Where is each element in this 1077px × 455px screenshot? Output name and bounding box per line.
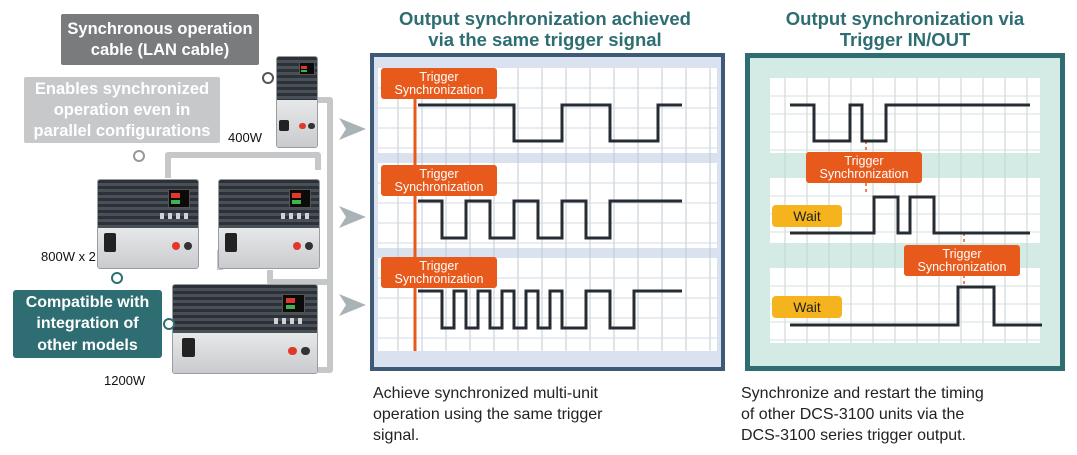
label-400w: 400W (228, 130, 262, 145)
middle-trigger-tag-1: Trigger Synchronization (381, 68, 497, 99)
right-wait-tag-1: Wait (772, 205, 842, 227)
arrow-1 (339, 118, 366, 140)
label-800w: 800W x 2 (41, 249, 96, 264)
middle-waveform-3 (418, 289, 682, 330)
middle-waveform-1 (418, 103, 682, 143)
right-band-1 (770, 78, 1040, 153)
right-trigger-tag-2: Trigger Synchronization (904, 245, 1020, 276)
callout-parallel: Enables synchronized operation even in p… (24, 77, 220, 143)
right-title: Output synchronization via Trigger IN/OU… (785, 8, 1025, 50)
right-caption: Synchronize and restart the timing of ot… (741, 385, 984, 444)
right-waveform-2 (790, 195, 1030, 235)
right-waveform-1 (790, 103, 1030, 143)
callout-parallel-pointer (133, 150, 145, 162)
cable-a (312, 97, 333, 373)
right-waveform-3 (790, 285, 1042, 327)
cable-c (267, 270, 330, 285)
right-wait-tag-2: Wait (772, 296, 842, 318)
callout-sync-cable: Synchronous operation cable (LAN cable) (61, 14, 259, 65)
middle-diagram (378, 68, 717, 351)
arrow-2 (339, 206, 366, 228)
arrow-3 (339, 294, 366, 316)
cable-b (165, 152, 321, 178)
middle-waveform-2 (418, 199, 682, 240)
middle-trigger-tag-2: Trigger Synchronization (381, 165, 497, 196)
right-trigger-tag-1: Trigger Synchronization (806, 152, 922, 183)
label-1200w: 1200W (104, 373, 146, 388)
callout-compatible: Compatible with integration of other mod… (13, 290, 162, 358)
callout-compatible-pointer-side (163, 318, 175, 330)
callout-sync-cable-pointer (262, 72, 274, 84)
callout-compatible-pointer-top (111, 272, 123, 284)
middle-title: Output synchronization achieved via the … (399, 8, 691, 50)
middle-caption: Achieve synchronized multi-unit operatio… (373, 385, 603, 444)
power-unit-800w-b (218, 179, 320, 269)
power-unit-400w (276, 56, 318, 148)
middle-trigger-tag-3: Trigger Synchronization (381, 257, 497, 288)
lan-cables (165, 97, 366, 373)
right-diagram (770, 78, 1042, 343)
power-unit-1200w (172, 284, 318, 374)
power-unit-800w-a (97, 179, 199, 269)
